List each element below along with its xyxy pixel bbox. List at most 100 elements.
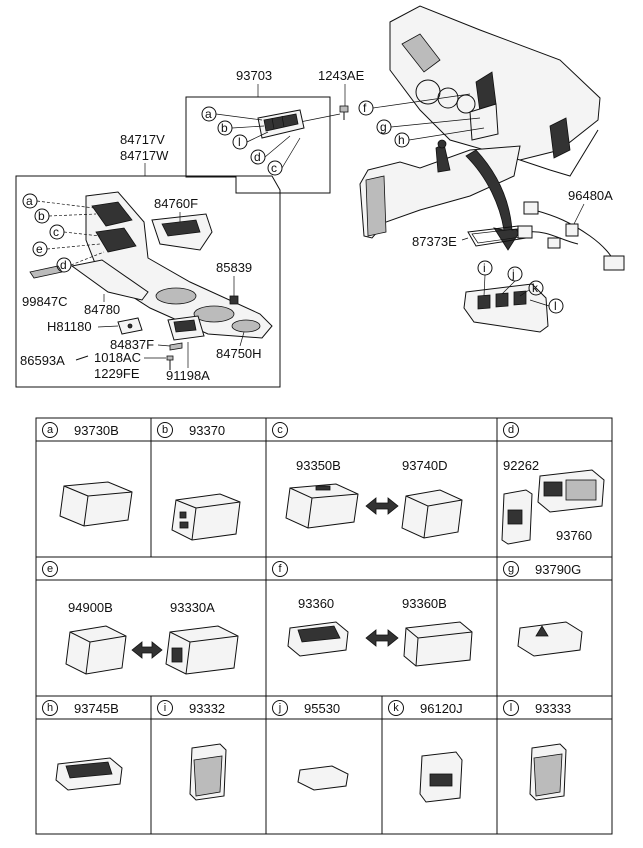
cell-j-header: j 95530 bbox=[272, 698, 340, 718]
label-84717V: 84717V bbox=[120, 132, 165, 147]
callout-dash-g: g bbox=[376, 117, 481, 135]
label-1018AC: 1018AC bbox=[94, 350, 141, 365]
label-93760: 93760 bbox=[556, 528, 593, 543]
label-85839: 85839 bbox=[216, 260, 252, 275]
callout-left-a: a bbox=[22, 193, 95, 209]
callout-group-d: d bbox=[250, 135, 291, 165]
switch-93360-icon bbox=[287, 621, 349, 657]
screw-icon bbox=[75, 355, 174, 370]
switch-95530-icon bbox=[297, 765, 349, 791]
label-93330A: 93330A bbox=[170, 600, 215, 615]
svg-text:d: d bbox=[60, 258, 67, 272]
switch-96120J-icon bbox=[419, 751, 463, 803]
callout-left-c: c bbox=[49, 224, 101, 240]
svg-text:d: d bbox=[254, 150, 261, 164]
double-arrow-icon bbox=[365, 629, 399, 647]
switch-block-icon bbox=[257, 109, 305, 139]
callout-dash-h: h bbox=[394, 127, 485, 148]
svg-text:c: c bbox=[271, 161, 277, 175]
svg-text:f: f bbox=[363, 101, 367, 115]
callout-console-i: i bbox=[477, 260, 493, 297]
label-93740D: 93740D bbox=[402, 458, 448, 473]
cell-i-header: i 93332 bbox=[157, 698, 225, 718]
switch-panel-icon bbox=[463, 283, 549, 333]
svg-text:b: b bbox=[221, 121, 228, 135]
svg-text:a: a bbox=[26, 194, 33, 208]
switch-94900B-icon bbox=[65, 625, 127, 675]
wiring-harness-96480A: 96480A bbox=[517, 188, 625, 271]
callout-group-l: l bbox=[232, 131, 269, 150]
switch-93360B-icon bbox=[403, 621, 473, 667]
callout-dash-f: f bbox=[358, 93, 471, 116]
double-arrow-icon bbox=[131, 641, 163, 659]
label-96480A: 96480A bbox=[568, 188, 613, 203]
svg-text:b: b bbox=[38, 209, 45, 223]
svg-text:e: e bbox=[36, 242, 43, 256]
label-84837F: 84837F bbox=[110, 337, 154, 352]
svg-text:k: k bbox=[532, 281, 539, 295]
cell-g-header: g 93790G bbox=[503, 559, 581, 579]
switch-93332-icon bbox=[189, 743, 227, 801]
label-93360B: 93360B bbox=[402, 596, 447, 611]
svg-text:a: a bbox=[205, 107, 212, 121]
switch-93333-icon bbox=[529, 743, 567, 801]
switch-93730B-icon bbox=[59, 481, 133, 527]
label-99847C: 99847C bbox=[22, 294, 68, 309]
module-91198A-icon bbox=[167, 315, 205, 341]
callout-console-l: l bbox=[529, 298, 564, 314]
cell-c-header: c bbox=[272, 420, 296, 440]
switch-93790G-icon bbox=[517, 621, 583, 657]
label-87373E: 87373E bbox=[412, 234, 457, 249]
label-1243AE: 1243AE bbox=[318, 68, 365, 83]
switch-93760-icon bbox=[537, 469, 605, 513]
cover-84780-icon bbox=[70, 259, 149, 301]
callout-console-j: j bbox=[501, 266, 523, 295]
label-93360: 93360 bbox=[298, 596, 335, 611]
callout-group-b: b bbox=[217, 120, 265, 136]
cell-l-header: l 93333 bbox=[503, 698, 571, 718]
bracket-H81180-icon bbox=[117, 317, 143, 335]
label-84750H: 84750H bbox=[216, 346, 262, 361]
cell-k-header: k 96120J bbox=[388, 698, 463, 718]
label-84780: 84780 bbox=[84, 302, 120, 317]
clip-84837F-icon bbox=[169, 342, 183, 351]
insert-84760F-icon bbox=[151, 213, 213, 251]
callout-left-e: e bbox=[32, 241, 101, 257]
switch-93370-icon bbox=[171, 493, 241, 541]
callout-group-a: a bbox=[201, 106, 263, 122]
switch-group-93703: 93703 1243AE a b l bbox=[185, 68, 365, 194]
switch-93330A-icon bbox=[165, 625, 239, 675]
label-1229FE: 1229FE bbox=[94, 366, 140, 381]
svg-text:l: l bbox=[554, 299, 557, 313]
label-84760F: 84760F bbox=[154, 196, 198, 211]
svg-text:l: l bbox=[238, 135, 241, 149]
switch-92262-icon bbox=[501, 489, 533, 545]
callout-group-c: c bbox=[267, 137, 301, 176]
label-84717W: 84717W bbox=[120, 148, 169, 163]
bolt-icon bbox=[339, 105, 349, 120]
callout-left-d: d bbox=[56, 251, 105, 273]
svg-text:j: j bbox=[511, 267, 515, 281]
svg-text:c: c bbox=[53, 225, 59, 239]
panel-assembly: 84717V 84717W 84760F 84780 85839 bbox=[15, 132, 281, 388]
callout-left-b: b bbox=[34, 208, 97, 224]
label-93703: 93703 bbox=[236, 68, 272, 83]
double-arrow-icon bbox=[365, 497, 399, 515]
label-94900B: 94900B bbox=[68, 600, 113, 615]
svg-text:g: g bbox=[380, 120, 387, 134]
switch-93745B-icon bbox=[55, 757, 123, 791]
console-switch-panel: 87373E i j k l bbox=[412, 225, 564, 333]
svg-text:i: i bbox=[483, 261, 486, 275]
cell-e-header: e bbox=[42, 559, 66, 579]
dashboard-illustration: f g h bbox=[358, 5, 601, 251]
cell-d-header: d bbox=[503, 420, 527, 440]
switch-93740D-icon bbox=[401, 489, 463, 539]
label-91198A: 91198A bbox=[166, 368, 210, 383]
switch-93350B-icon bbox=[285, 483, 359, 529]
label-H81180: H81180 bbox=[47, 319, 92, 334]
callout-console-k: k bbox=[519, 280, 544, 297]
label-93350B: 93350B bbox=[296, 458, 341, 473]
